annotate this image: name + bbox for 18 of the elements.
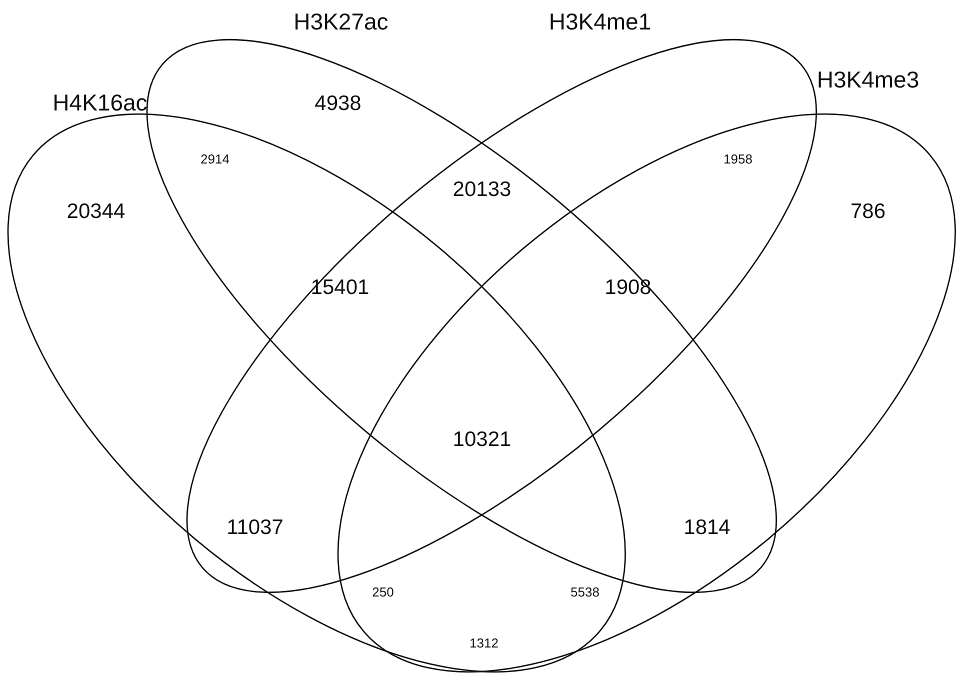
region-count: 10321 [452,428,512,452]
region-count: 4938 [314,92,362,116]
region-count: 20133 [452,178,512,202]
region-count: 1958 [724,152,752,166]
region-count: 1908 [604,276,652,300]
set-label: H4K16ac [52,90,148,116]
region-count: 11037 [226,516,284,540]
set-label: H3K27ac [294,8,388,36]
region-count: 786 [850,200,886,224]
region-count: 2914 [200,152,230,166]
region-count: 1814 [684,516,730,540]
region-count: 1312 [470,636,498,650]
set-label: H3K4me1 [548,8,652,36]
region-count: 15401 [310,276,370,300]
region-count: 250 [372,584,394,600]
region-count: 20344 [66,200,126,224]
set-label: H3K4me3 [816,66,920,94]
region-count: 5538 [570,584,600,600]
